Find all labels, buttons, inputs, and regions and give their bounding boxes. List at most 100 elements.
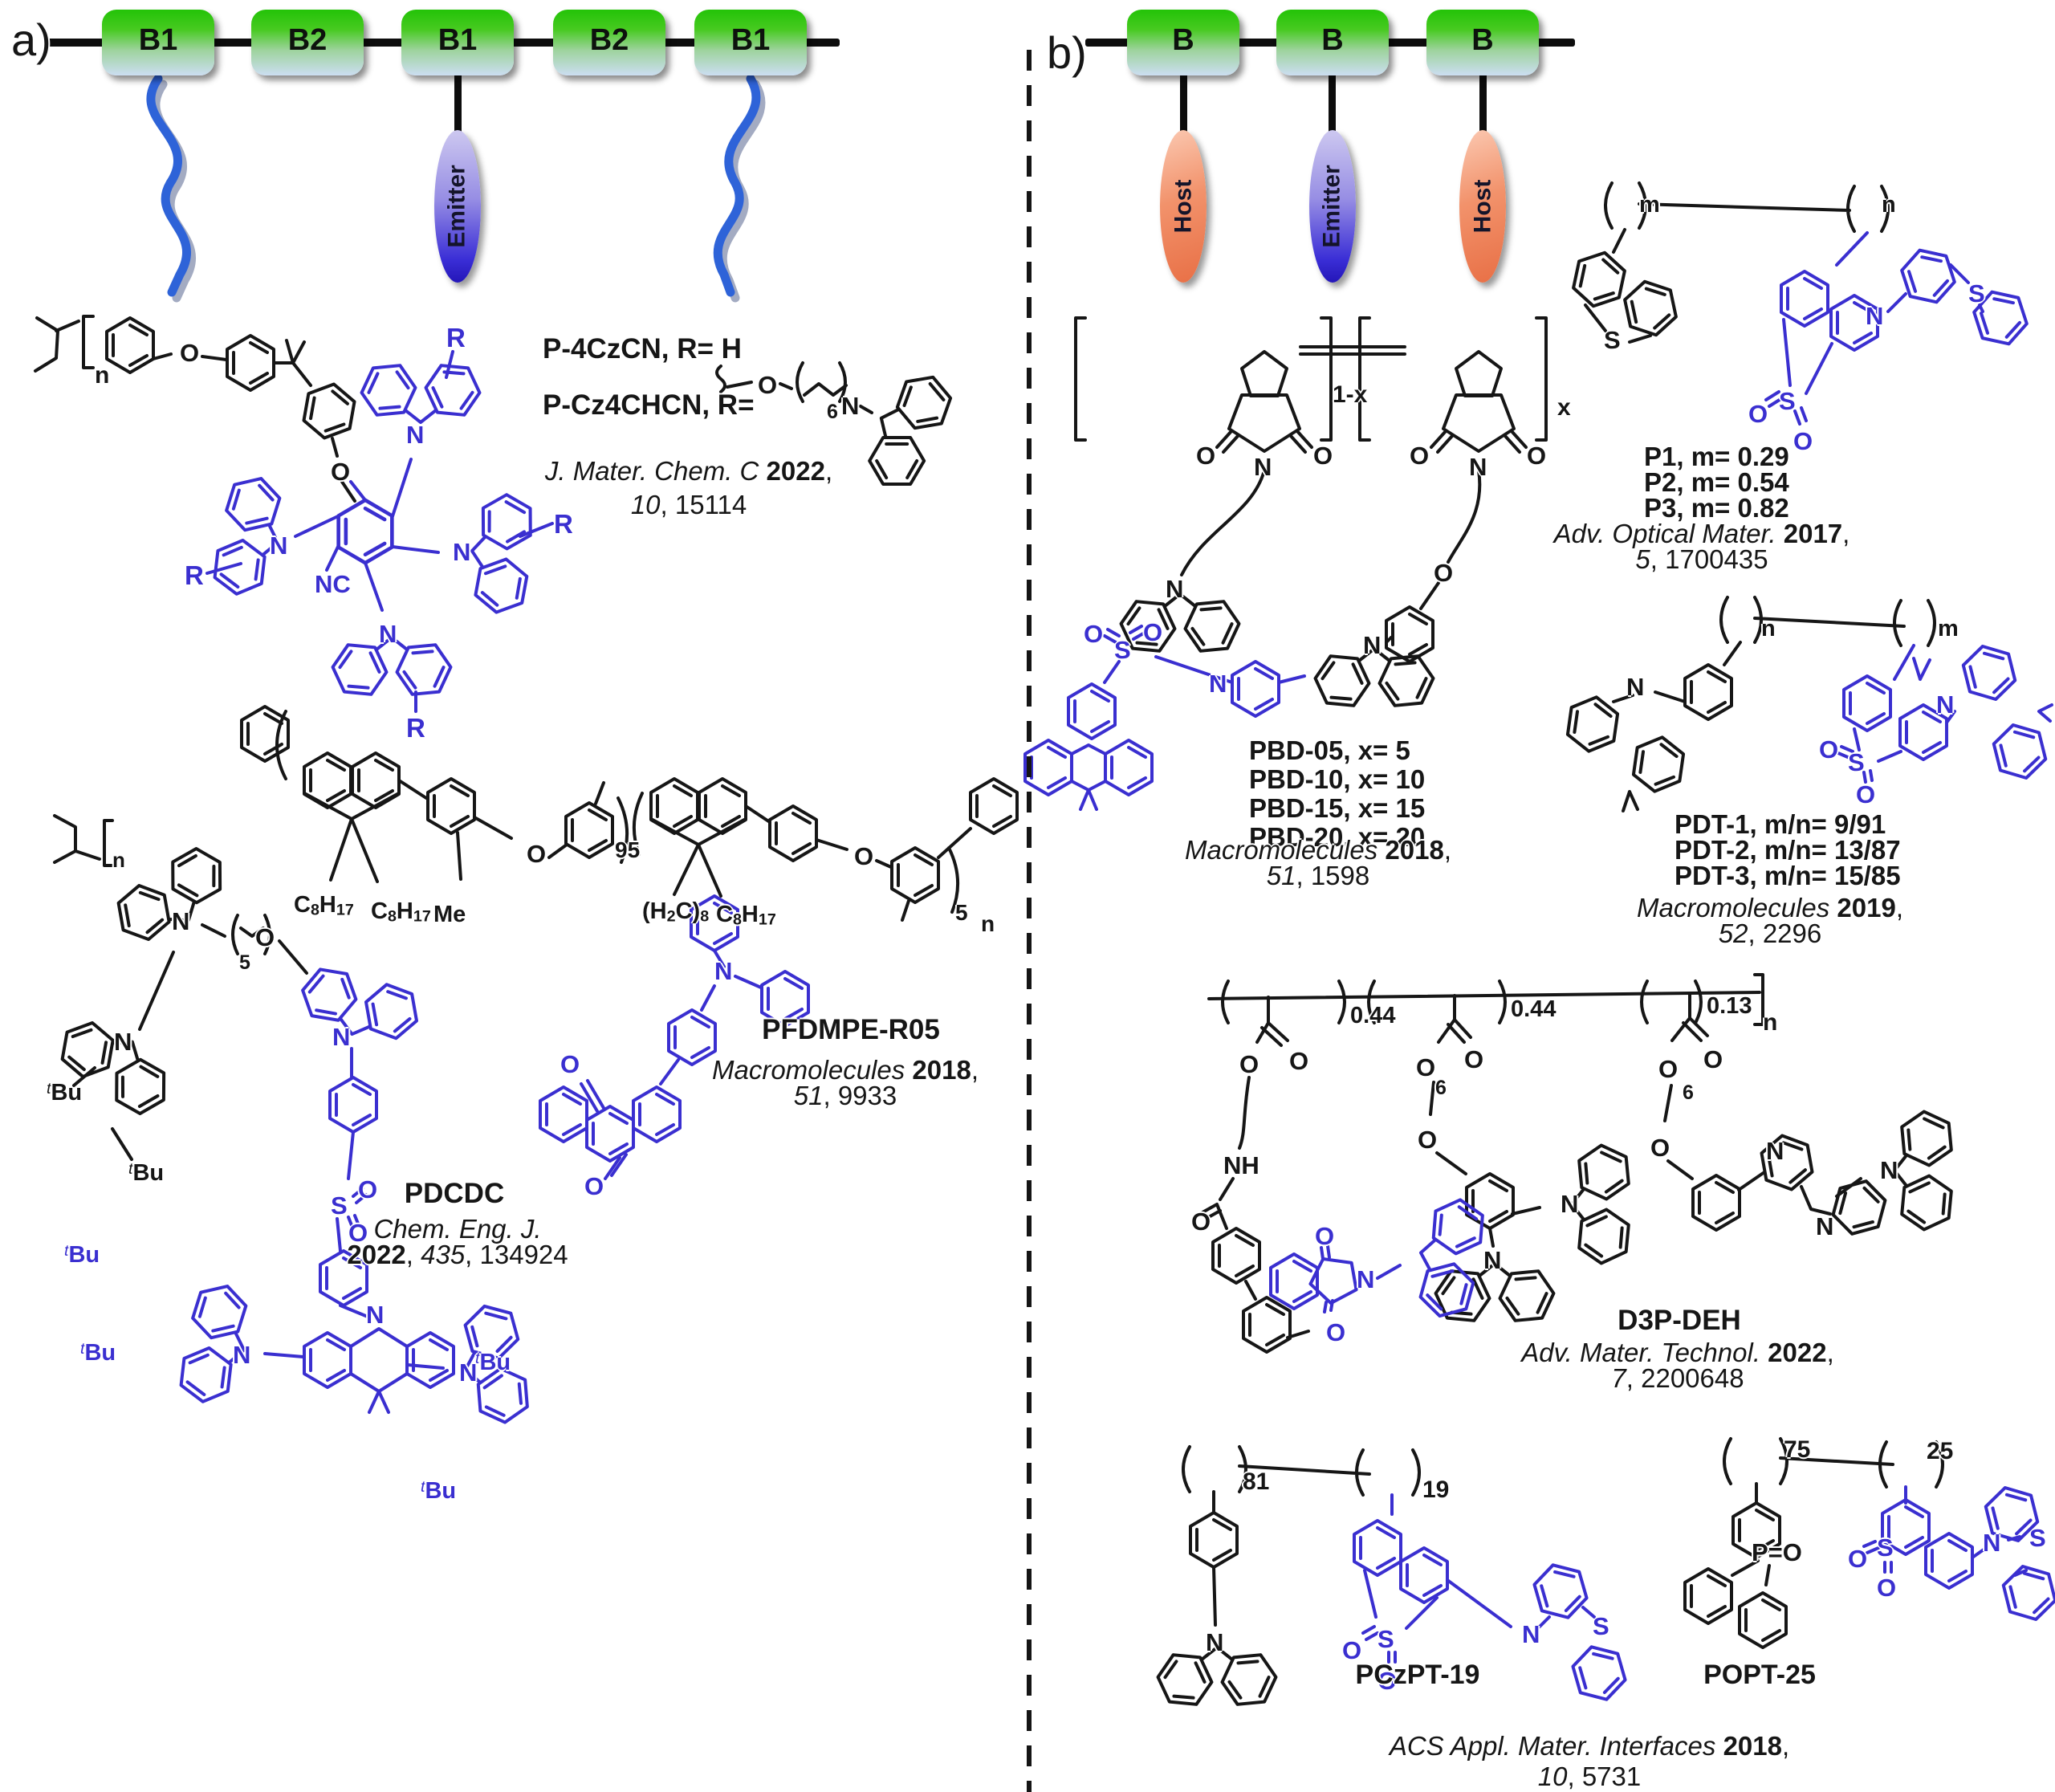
structure-p4czcn-sketch <box>34 315 969 505</box>
text-label: N <box>459 1358 478 1387</box>
text-label: tBu <box>64 1242 100 1268</box>
structure-pbd-sketch <box>1074 316 1548 715</box>
text-label: R <box>185 560 204 590</box>
text-label: N <box>366 1301 385 1329</box>
text-label: O <box>255 923 275 951</box>
text-label: O <box>1418 1126 1438 1154</box>
text-label: O <box>1196 442 1216 470</box>
citation: Macromolecules 2018, <box>711 1055 979 1085</box>
structure-popt-chromophore <box>1862 1480 2055 1627</box>
citation: 51, 1598 <box>1266 861 1370 890</box>
text-label: S <box>1114 636 1131 664</box>
text-label: O <box>1342 1636 1362 1664</box>
block-a-2: B2 <box>251 10 364 75</box>
text-label: O <box>1877 1574 1897 1602</box>
structure-name-p1: P1, m= 0.29 <box>1644 442 1789 471</box>
text-label: m <box>1938 616 1959 641</box>
text-label: O <box>1143 618 1163 646</box>
text-label: 6 <box>1435 1077 1447 1099</box>
citation: Chem. Eng. J. <box>373 1214 542 1244</box>
emitter-oval-a: Emitter <box>434 130 481 283</box>
citation: ACS Appl. Mater. Interfaces 2018, <box>1389 1731 1790 1761</box>
structure-name-pdcdc: PDCDC <box>404 1178 505 1209</box>
text-label: 95 <box>615 837 641 862</box>
text-label: O <box>1464 1045 1484 1073</box>
host-oval-2: Host <box>1459 130 1506 283</box>
text-label: m <box>1639 192 1660 218</box>
text-label: N <box>1166 575 1184 603</box>
structure-name-popt: POPT-25 <box>1703 1660 1816 1690</box>
text-label: N <box>379 620 397 648</box>
text-label: O <box>1819 735 1839 764</box>
text-label: O <box>1239 1050 1259 1078</box>
text-label: 19 <box>1422 1476 1450 1503</box>
text-label: O <box>560 1050 580 1078</box>
text-label: N <box>1866 302 1884 330</box>
block-label: B <box>1172 22 1194 57</box>
text-label: 6 <box>1683 1081 1694 1104</box>
text-label: R <box>554 509 573 539</box>
text-label: O <box>1527 442 1547 470</box>
text-label: O <box>854 842 874 870</box>
structure-name-p4czcn: P-4CzCN, R= H <box>543 333 742 365</box>
text-label: N <box>714 957 733 985</box>
text-label: O <box>1326 1318 1346 1346</box>
structure-name-pbd: PBD-05, x= 5 <box>1249 735 1410 765</box>
text-label: O <box>1377 1667 1398 1695</box>
text-label: NC <box>315 570 351 598</box>
emitter-stem-a <box>454 75 462 132</box>
text-label: n <box>1882 192 1896 218</box>
panel-divider <box>1027 50 1032 1792</box>
text-label: O <box>1434 559 1454 587</box>
emitter-oval-b: Emitter <box>1309 130 1356 283</box>
text-label: N <box>1469 453 1487 481</box>
structure-d3pdeh-sketch <box>1201 973 1961 1354</box>
block-a-4: B2 <box>553 10 665 75</box>
structure-name-pczpt: PCzPT-19 <box>1355 1660 1480 1690</box>
citation: 52, 2296 <box>1718 918 1822 948</box>
citation: 10, 5731 <box>1537 1761 1642 1791</box>
text-label: O <box>1748 400 1768 428</box>
block-b-3: B <box>1426 10 1539 75</box>
structure-name-pfdmpe: PFDMPE-R05 <box>762 1014 940 1045</box>
citation: Adv. Mater. Technol. 2022, <box>1521 1338 1834 1367</box>
structure-name-d3pdeh: D3P-DEH <box>1618 1305 1741 1336</box>
text-label: 0.13 <box>1707 993 1752 1019</box>
text-label: (H2C)8 <box>642 898 710 926</box>
text-label: N <box>841 392 860 420</box>
text-label: C8H17 <box>371 898 431 926</box>
text-label: tBu <box>47 1080 83 1106</box>
text-label: NH <box>1223 1151 1259 1179</box>
text-label: C8H17 <box>716 902 776 929</box>
text-label: O <box>584 1172 604 1200</box>
citation: J. Mater. Chem. C 2022, <box>544 456 833 486</box>
structure-pczpt-chromophore <box>1353 1493 1631 1708</box>
squiggle-pendant-2 <box>713 74 766 303</box>
text-label: N <box>1936 690 1955 719</box>
text-label: O <box>758 371 778 399</box>
host-oval-1: Host <box>1160 130 1207 283</box>
text-label: O <box>180 339 200 367</box>
text-label: S <box>1604 326 1621 354</box>
block-a-5: B1 <box>694 10 807 75</box>
text-label: PBD-15, x= 15 <box>1249 793 1426 823</box>
text-label: S <box>1877 1533 1894 1562</box>
text-label: N <box>1254 453 1272 481</box>
structure-d3pdeh-chromophore <box>1269 1188 1498 1328</box>
text-label: S <box>1377 1625 1394 1653</box>
structure-p4czcn-chromophore <box>199 350 554 713</box>
citation: 2022, 435, 134924 <box>347 1240 568 1269</box>
text-label: tBu <box>421 1478 457 1504</box>
text-label: tBu <box>80 1340 116 1366</box>
block-label: B <box>1321 22 1344 57</box>
text-label: O <box>1315 1222 1335 1250</box>
text-label: 1-x <box>1333 381 1368 408</box>
text-label: O <box>1658 1055 1679 1083</box>
text-label: P3, m= 0.82 <box>1644 493 1789 523</box>
structure-p123-sketch <box>1569 181 1890 344</box>
citation: Adv. Optical Mater. 2017, <box>1553 519 1850 548</box>
block-a-3: B1 <box>401 10 514 75</box>
text-label: S <box>1779 387 1796 415</box>
